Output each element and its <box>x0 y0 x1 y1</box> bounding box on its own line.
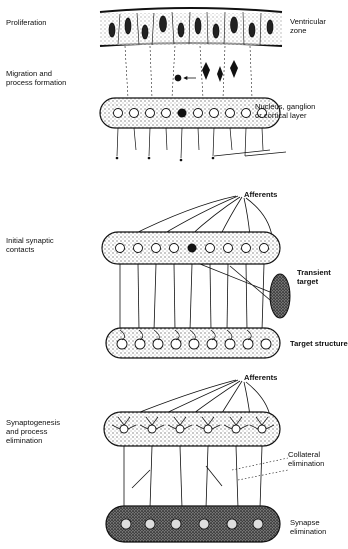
migrating-neurons <box>175 60 238 82</box>
label-target-structure: Target structure <box>290 339 348 348</box>
transient-target <box>270 274 290 318</box>
cortical-layer-2 <box>102 232 280 264</box>
label-synapse-elimination: Synapse elimination <box>290 518 326 536</box>
ventricular-zone <box>100 8 282 46</box>
label-afferents-2: Afferents <box>244 373 277 382</box>
cortical-layer-3 <box>104 412 280 446</box>
target-structure <box>106 328 280 358</box>
collateral-elimination-lines <box>232 458 288 480</box>
label-nucleus-layer: Nucleus, ganglion or cortical layer <box>255 102 315 120</box>
label-collateral-elimination: Collateral elimination <box>288 450 324 468</box>
label-afferents-1: Afferents <box>244 190 277 199</box>
projecting-axons <box>120 264 270 330</box>
afferent-fibres-1 <box>130 196 272 236</box>
stage-label-synaptogenesis: Synaptogenesis and process elimination <box>6 418 60 445</box>
synapse-elimination-layer <box>106 506 280 542</box>
label-transient-target: Transient target <box>297 268 331 286</box>
label-ventricular-zone: Ventricular zone <box>290 17 326 35</box>
stage-label-initial-contacts: Initial synaptic contacts <box>6 236 54 254</box>
stage-label-proliferation: Proliferation <box>6 18 47 27</box>
afferent-fibres-2 <box>130 380 270 416</box>
stage-label-migration: Migration and process formation <box>6 69 66 87</box>
refined-axons <box>124 446 262 508</box>
